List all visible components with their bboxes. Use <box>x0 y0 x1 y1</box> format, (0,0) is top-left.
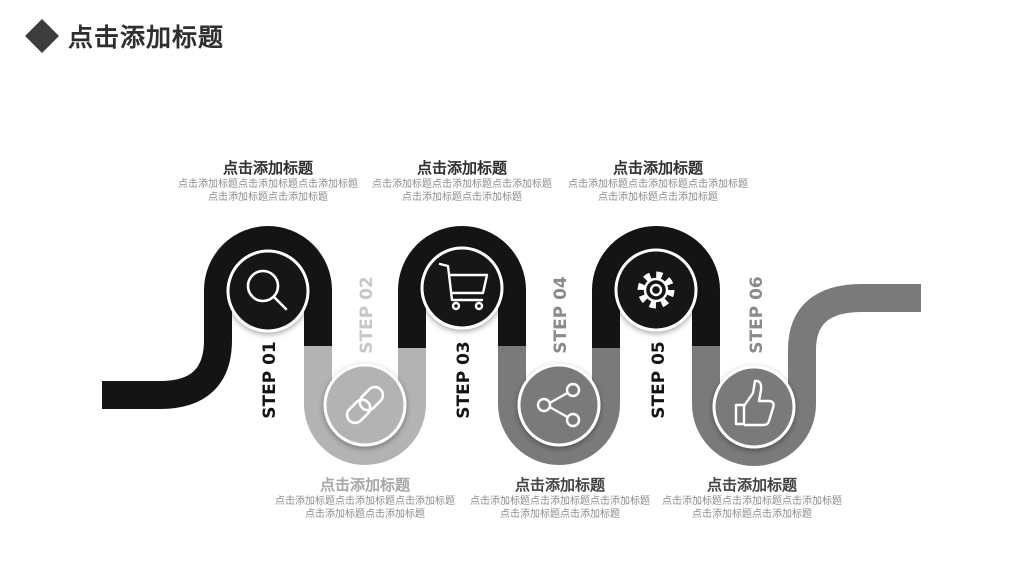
road-segment-step-06 <box>692 284 921 466</box>
step-06-label: STEP 06 <box>747 276 767 354</box>
step-03-label: STEP 03 <box>454 341 474 419</box>
road-segment-step-03 <box>398 226 526 348</box>
step-02-label: STEP 02 <box>357 276 377 354</box>
step-03-description: 点击添加标题点击添加标题点击添加标题点击添加标题点击添加标题 <box>372 179 552 203</box>
step-02-title: 点击添加标题 <box>319 476 410 494</box>
step-06-description: 点击添加标题点击添加标题点击添加标题点击添加标题点击添加标题 <box>662 496 842 520</box>
step-05-description: 点击添加标题点击添加标题点击添加标题点击添加标题点击添加标题 <box>568 179 748 203</box>
step-04-text: 点击添加标题 点击添加标题点击添加标题点击添加标题点击添加标题点击添加标题 <box>470 476 650 521</box>
step-05-label: STEP 05 <box>649 341 669 419</box>
road-segment-step-02 <box>304 346 426 465</box>
step-03-node <box>420 246 504 330</box>
step-04-description: 点击添加标题点击添加标题点击添加标题点击添加标题点击添加标题 <box>470 496 650 520</box>
shopping-cart-icon <box>438 262 489 311</box>
step-06-node <box>712 365 796 449</box>
share-icon <box>536 382 581 428</box>
step-01-title: 点击添加标题 <box>222 159 313 177</box>
link-icon <box>345 385 385 425</box>
road-segment-step-05 <box>592 226 720 348</box>
step-05-node <box>614 248 698 332</box>
step-01-label: STEP 01 <box>260 341 280 419</box>
step-06-title: 点击添加标题 <box>706 476 797 494</box>
step-01-node <box>226 249 310 333</box>
search-icon <box>246 269 288 311</box>
step-02-node <box>323 363 407 447</box>
page-title: 点击添加标题 <box>68 23 225 52</box>
step-02-description: 点击添加标题点击添加标题点击添加标题点击添加标题点击添加标题 <box>275 496 455 520</box>
step-04-title: 点击添加标题 <box>514 476 605 494</box>
thumbs-up-icon <box>734 379 775 427</box>
step-05-text: 点击添加标题 点击添加标题点击添加标题点击添加标题点击添加标题点击添加标题 <box>568 159 748 204</box>
step-04-label: STEP 04 <box>551 276 571 354</box>
step-04-node <box>517 363 601 447</box>
road-segment-step-04 <box>498 346 620 465</box>
page-header: 点击添加标题 <box>24 18 224 54</box>
gear-icon <box>637 271 675 309</box>
step-01-description: 点击添加标题点击添加标题点击添加标题点击添加标题点击添加标题 <box>178 179 358 203</box>
step-05-title: 点击添加标题 <box>612 159 703 177</box>
step-03-text: 点击添加标题 点击添加标题点击添加标题点击添加标题点击添加标题点击添加标题 <box>372 159 552 204</box>
step-03-title: 点击添加标题 <box>416 159 507 177</box>
road-segment-step-01 <box>102 226 332 409</box>
step-06-text: 点击添加标题 点击添加标题点击添加标题点击添加标题点击添加标题点击添加标题 <box>662 476 842 521</box>
step-01-text: 点击添加标题 点击添加标题点击添加标题点击添加标题点击添加标题点击添加标题 <box>178 159 358 204</box>
step-02-text: 点击添加标题 点击添加标题点击添加标题点击添加标题点击添加标题点击添加标题 <box>275 476 455 521</box>
